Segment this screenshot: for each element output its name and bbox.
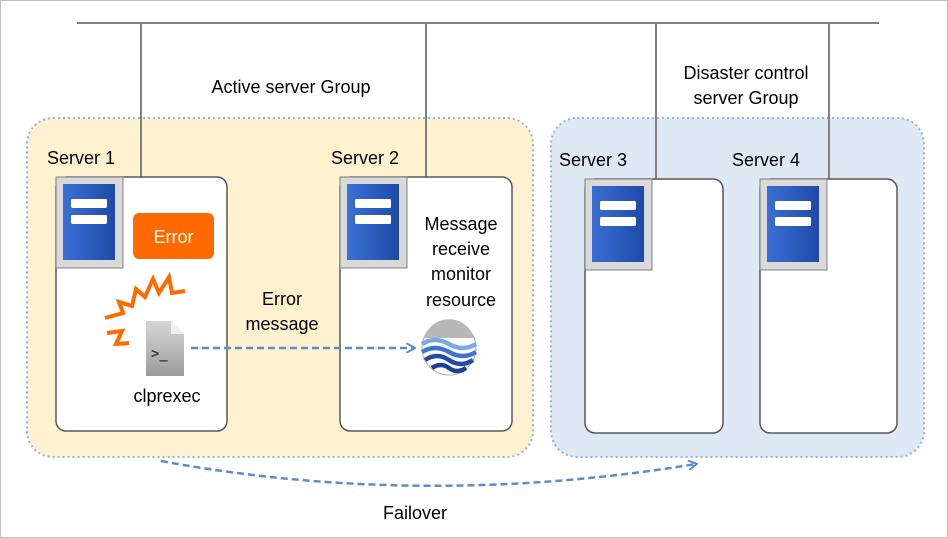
disaster-group-label-line1: Disaster control: [683, 63, 808, 83]
error-badge-text: Error: [154, 227, 194, 247]
error-badge: [133, 213, 214, 259]
server-icon: [55, 176, 124, 269]
server-icon: [339, 176, 408, 269]
terminal-file-icon: >_: [146, 321, 184, 376]
server-1-label: Server 1: [47, 148, 115, 168]
monitor-label-line2: receive: [432, 239, 490, 259]
explosion-icon: [104, 271, 186, 347]
failover-arrow: [160, 461, 696, 487]
failover-label: Failover: [383, 503, 447, 523]
monitor-label-line1: Message: [424, 214, 497, 234]
active-group-label: Active server Group: [211, 77, 370, 97]
disaster-group-label-line2: server Group: [693, 88, 798, 108]
svg-text:>_: >_: [151, 346, 168, 362]
monitor-label-line3: monitor: [431, 264, 491, 284]
server-3-label: Server 3: [559, 150, 627, 170]
command-label: clprexec: [133, 386, 200, 406]
server-2-label: Server 2: [331, 148, 399, 168]
server-4-label: Server 4: [732, 150, 800, 170]
monitor-resource-icon: [420, 319, 478, 376]
server-icon: [759, 178, 828, 271]
server-icon: [584, 178, 653, 271]
error-message-label-line2: message: [245, 314, 318, 334]
monitor-label-line4: resource: [426, 290, 496, 310]
error-message-label-line1: Error: [262, 289, 302, 309]
